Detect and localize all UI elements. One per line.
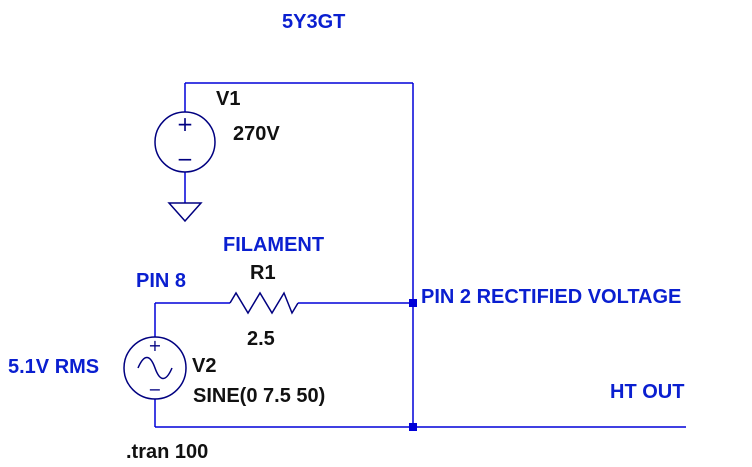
r1-resistor — [229, 291, 299, 315]
ground-icon — [167, 202, 203, 223]
pin8-label: PIN 8 — [136, 270, 187, 292]
v2-value: SINE(0 7.5 50) — [193, 385, 326, 407]
v1-plus-sign: + — [177, 112, 194, 136]
wires — [154, 82, 686, 428]
rms-label: 5.1V RMS — [8, 356, 100, 378]
v1-voltage-source — [154, 111, 216, 173]
junction-pin2 — [409, 299, 417, 307]
filament-label: FILAMENT — [223, 234, 325, 256]
v2-name: V2 — [192, 355, 217, 377]
v1-minus-sign: − — [177, 147, 194, 171]
v1-value: 270V — [233, 123, 280, 145]
r1-value: 2.5 — [247, 328, 275, 350]
junction-ht-out — [409, 423, 417, 431]
v2-body — [123, 336, 187, 400]
v1-name: V1 — [216, 88, 241, 110]
r1-name: R1 — [250, 262, 276, 284]
schematic-title: 5Y3GT — [282, 11, 346, 33]
sine-wave-icon — [137, 356, 173, 380]
v2-sine-source — [123, 336, 187, 400]
tran-directive: .tran 100 — [126, 441, 209, 463]
v2-minus-sign: − — [148, 380, 161, 399]
ht-out-label: HT OUT — [610, 381, 685, 403]
v2-plus-sign: + — [148, 336, 161, 355]
v1-body — [154, 111, 216, 173]
pin2-label: PIN 2 RECTIFIED VOLTAGE — [421, 286, 682, 308]
